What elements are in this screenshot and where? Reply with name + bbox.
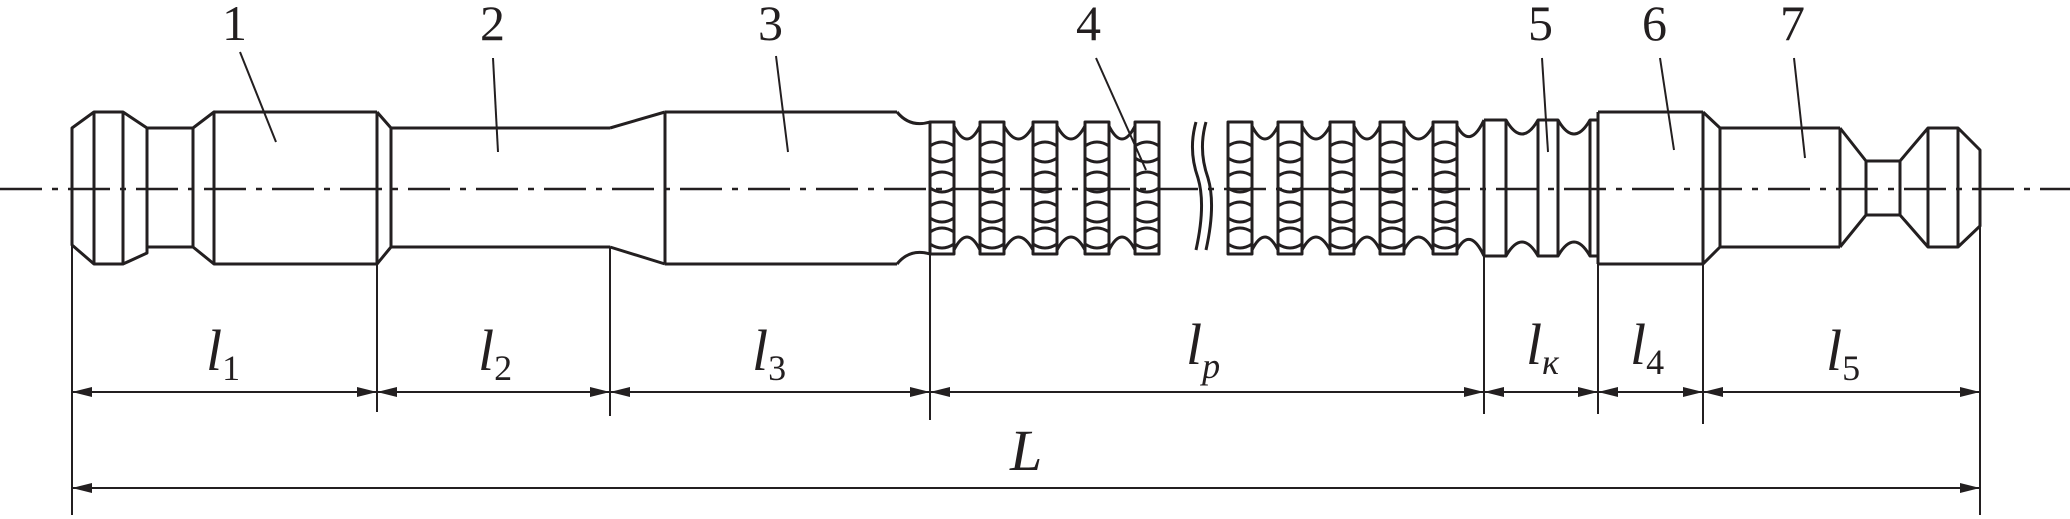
section-3-outline [609,110,931,266]
dimension-arrows [72,387,1980,493]
break-mark [1191,121,1204,251]
dim-label-l3: l3 [752,318,786,388]
dim-label-l5: l5 [1826,318,1860,388]
blade-stage [1031,120,1087,256]
blade-stage [978,120,1035,256]
blade-stage [1276,120,1332,256]
section-1-outline [70,110,393,266]
leader-lines [239,51,1806,171]
dim-label-lk: lк [1526,312,1560,382]
blade-stage [928,120,982,256]
blade-stage [1431,120,1459,256]
part-label-1: 1 [222,0,247,51]
blade-stage [1226,120,1280,256]
section-7-outline [1720,126,1982,249]
dim-label-l4: l4 [1630,312,1664,382]
part-label-2: 2 [480,0,505,51]
part-label-6: 6 [1642,0,1667,51]
dim-label-l2: l2 [478,318,512,388]
blade-stage [1378,120,1435,256]
hub-link [1455,238,1486,257]
blade-stage [1133,120,1161,256]
dim-label-l1: l1 [206,318,240,388]
dim-label-total: L [1009,418,1042,483]
section-6-outline [1598,110,1722,266]
hub-link [1455,119,1486,138]
part-label-3: 3 [758,0,783,51]
blade-stage [1328,120,1382,256]
part-label-4: 4 [1076,0,1101,51]
section-2-outline [391,126,610,249]
part-label-7: 7 [1780,0,1805,51]
part-label-5: 5 [1528,0,1553,51]
break-mark-2 [1201,121,1214,251]
section-4-working-part [928,119,1486,257]
section-5-outline [1482,112,1600,264]
blade-stage [1083,120,1137,256]
dim-label-lp: lp [1186,312,1220,386]
